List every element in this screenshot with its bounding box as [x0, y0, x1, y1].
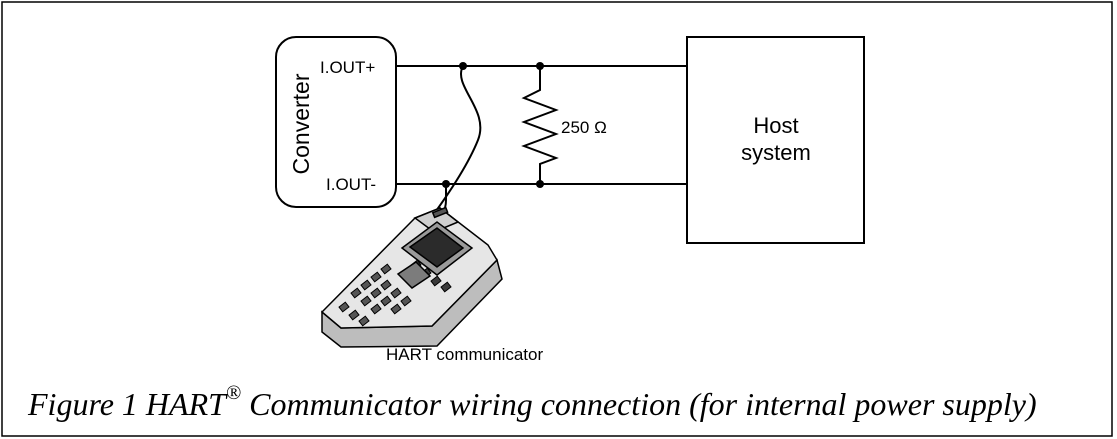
resistor-250-ohm [521, 66, 559, 184]
converter-box [275, 36, 397, 208]
figure-caption: Figure 1 HART® Communicator wiring conne… [28, 382, 1098, 423]
host-system-label-line2: system [741, 140, 811, 165]
host-system-label-line1: Host [753, 113, 798, 138]
hart-communicator-device [320, 206, 503, 348]
junction-dot [536, 180, 544, 188]
terminal-iout-plus: I.OUT+ [320, 58, 375, 77]
resistor-label: 250 Ω [561, 118, 607, 137]
junction-dot [536, 62, 544, 70]
host-system-box [686, 36, 865, 244]
caption-registered-mark: ® [225, 382, 242, 404]
converter-label: Converter [288, 73, 314, 174]
terminal-iout-minus: I.OUT- [326, 175, 376, 194]
hart-communicator-label: HART communicator [386, 345, 543, 364]
communicator-lead-positive [427, 65, 482, 223]
caption-prefix: Figure 1 HART [28, 386, 226, 422]
caption-suffix: Communicator wiring connection (for inte… [241, 386, 1037, 422]
